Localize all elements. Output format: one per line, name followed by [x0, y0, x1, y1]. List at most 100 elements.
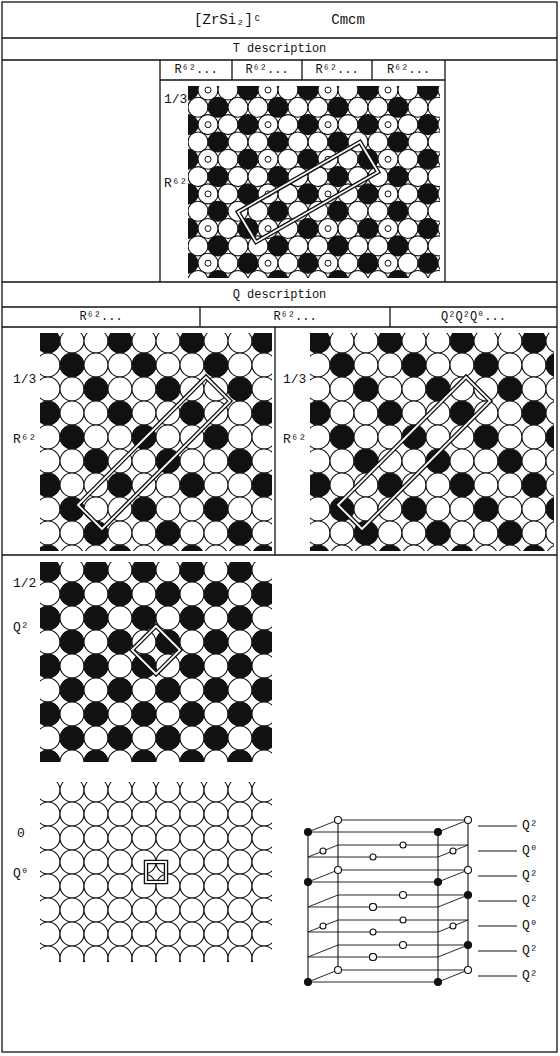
leader-line	[478, 851, 517, 852]
silicon-atom	[408, 97, 428, 117]
metal-atom	[268, 201, 288, 221]
silicon-atom	[204, 782, 228, 802]
metal-atom	[358, 219, 378, 239]
silicon-atom	[84, 545, 108, 551]
metal-atom	[305, 979, 312, 986]
silicon-atom	[84, 726, 108, 750]
silicon-atom	[465, 817, 472, 824]
silicon-atom	[228, 898, 252, 922]
metal-atom	[60, 726, 84, 750]
silicon-atom	[84, 850, 108, 874]
unit-cell-outline	[146, 862, 166, 882]
silicon-atom	[188, 201, 208, 221]
silicon-atom	[132, 826, 156, 850]
grid-line	[159, 60, 160, 282]
metal-atom	[252, 545, 272, 551]
silicon-atom	[252, 425, 272, 449]
silicon-atom	[400, 942, 407, 949]
silicon-atom	[252, 377, 272, 401]
silicon-atom	[40, 630, 60, 654]
silicon-atom	[40, 898, 60, 922]
metal-atom	[546, 353, 554, 377]
silicon-atom	[498, 353, 522, 377]
silicon-atom	[40, 826, 60, 850]
layer-cell: R⁶²...	[372, 60, 445, 80]
silicon-atom	[370, 854, 376, 860]
lower-atom	[325, 191, 331, 197]
silicon-atom	[252, 802, 272, 826]
silicon-atom	[156, 545, 180, 551]
silicon-atom	[132, 545, 156, 551]
silicon-atom	[318, 219, 338, 239]
silicon-atom	[522, 521, 546, 545]
metal-atom	[474, 497, 498, 521]
silicon-atom	[398, 149, 418, 169]
silicon-atom	[330, 545, 354, 551]
silicon-atom	[546, 473, 554, 497]
silicon-atom	[204, 826, 228, 850]
metal-atom	[208, 271, 228, 278]
square-layer	[40, 562, 272, 762]
silicon-atom	[60, 473, 84, 497]
silicon-atom	[310, 425, 330, 449]
silicon-atom	[204, 922, 228, 946]
stack-layer-label: Q²	[521, 893, 539, 908]
silicon-atom	[60, 826, 84, 850]
silicon-atom	[354, 353, 378, 377]
metal-atom	[40, 473, 60, 497]
metal-atom	[328, 236, 348, 256]
silicon-atom	[156, 802, 180, 826]
silicon-atom	[368, 97, 388, 117]
silicon-atom	[348, 236, 368, 256]
silicon-atom	[84, 425, 108, 449]
silicon-atom	[84, 922, 108, 946]
silicon-atom	[84, 946, 108, 962]
metal-atom	[132, 606, 156, 630]
layer-symbol: R⁶²	[282, 432, 307, 447]
metal-atom	[132, 353, 156, 377]
silicon-atom	[348, 97, 368, 117]
silicon-atom	[252, 606, 272, 630]
silicon-atom	[132, 401, 156, 425]
grid-line	[301, 60, 302, 80]
silicon-atom	[546, 377, 554, 401]
unit-cell-outline	[132, 626, 180, 674]
metal-atom	[402, 353, 426, 377]
silicon-atom	[204, 750, 228, 762]
silicon-atom	[180, 946, 204, 962]
metal-atom	[370, 954, 377, 961]
silicon-atom	[546, 401, 554, 425]
lower-atom	[265, 156, 271, 162]
silicon-atom	[40, 497, 60, 521]
layer-plane	[308, 870, 468, 882]
silicon-atom	[228, 473, 252, 497]
silicon-atom	[258, 115, 278, 135]
metal-atom	[204, 678, 228, 702]
silicon-atom	[132, 946, 156, 962]
metal-atom	[252, 630, 272, 654]
unit-cell-outline-inner	[78, 377, 230, 529]
silicon-atom	[204, 850, 228, 874]
grid-line	[2, 37, 557, 38]
metal-atom	[60, 425, 84, 449]
silicon-atom	[180, 802, 204, 826]
silicon-atom	[370, 929, 376, 935]
silicon-atom	[474, 521, 498, 545]
silicon-atom	[108, 898, 132, 922]
metal-atom	[40, 562, 60, 582]
lower-atom	[205, 122, 211, 128]
silicon-atom	[84, 630, 108, 654]
grid-line	[371, 60, 372, 80]
metal-atom	[60, 678, 84, 702]
silicon-atom	[522, 377, 546, 401]
metal-atom	[84, 750, 108, 762]
stacking-cell	[305, 817, 518, 986]
silicon-atom	[465, 867, 472, 874]
layer-cell: Q²Q²Q⁰...	[390, 307, 557, 327]
silicon-atom	[252, 449, 272, 473]
metal-atom	[418, 115, 438, 135]
silicon-atom	[40, 782, 60, 802]
silicon-atom	[132, 678, 156, 702]
